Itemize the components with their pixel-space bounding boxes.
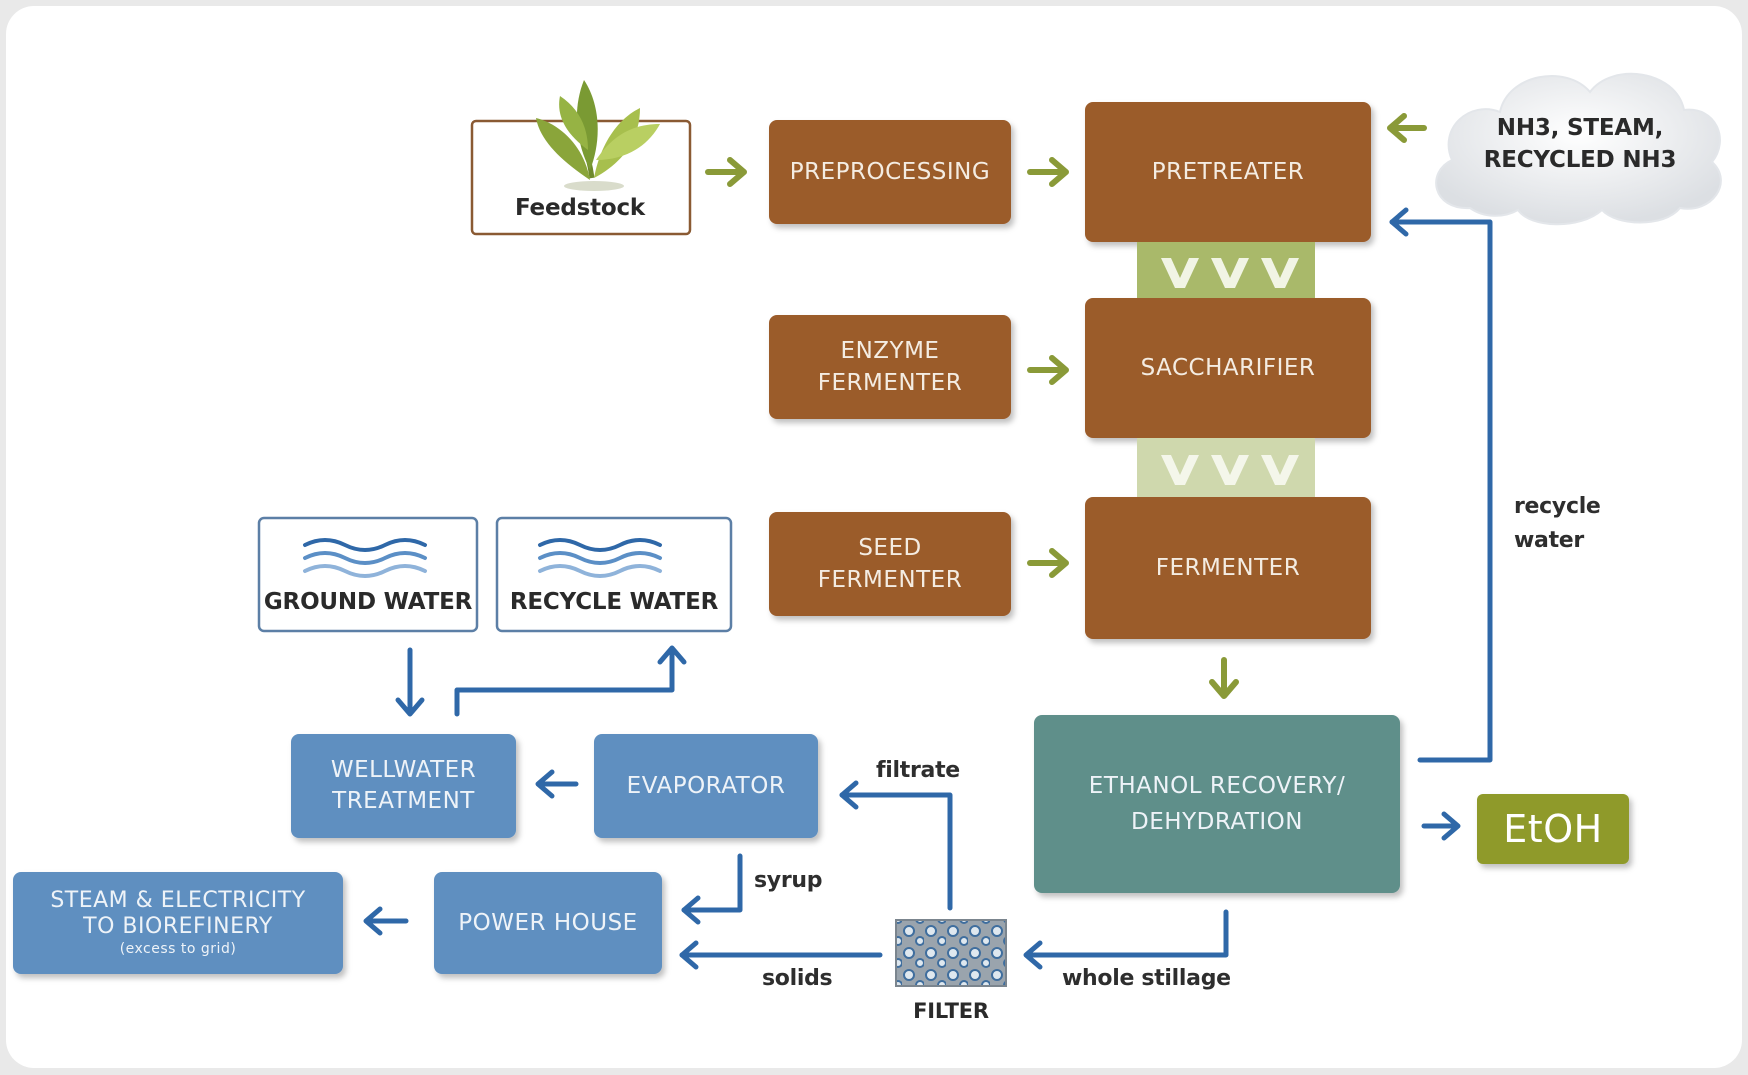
steam-electricity-note: (excess to grid) <box>119 941 237 957</box>
wellwater-treatment-label: WELLWATER TREATMENT <box>291 734 516 838</box>
seed-fermenter-line-1: SEED <box>858 535 922 561</box>
arrow-feedstock-to-preprocessing <box>705 157 747 187</box>
stack-connector-2 <box>1137 438 1315 497</box>
stack-connector-1 <box>1137 242 1315 298</box>
arrow-fermenter-to-recovery <box>1209 657 1239 699</box>
water-waves-icon <box>303 538 427 578</box>
blue-arrows <box>363 207 1493 970</box>
arrow-seed-to-fermenter <box>1027 548 1069 578</box>
ethanol-recovery-label: ETHANOL RECOVERY/ DEHYDRATION <box>1034 715 1400 893</box>
ethanol-recovery-line-1: ETHANOL RECOVERY/ <box>1088 773 1346 799</box>
enzyme-fermenter-label: ENZYME FERMENTER <box>769 315 1011 419</box>
steam-electricity-label: STEAM & ELECTRICITY TO BIOREFINERY (exce… <box>13 872 343 974</box>
arrow-evaporator-to-wellwater <box>535 769 579 799</box>
filtrate-edge-label: filtrate <box>876 758 960 783</box>
arrow-filter-filtrate-to-evaporator <box>839 780 953 911</box>
etoh-label: EtOH <box>1503 807 1603 851</box>
recycle-water-edge-label: recycle water <box>1514 490 1601 558</box>
enzyme-fermenter-line-2: FERMENTER <box>817 370 963 396</box>
ground-water-label: GROUND WATER <box>263 589 473 615</box>
arrow-whole-stillage-to-filter <box>1023 909 1229 970</box>
water-waves-icon <box>538 538 662 578</box>
recycle-water-edge-line-2: water <box>1514 528 1584 553</box>
etoh-box <box>1477 794 1629 864</box>
arrow-powerhouse-to-steam <box>363 906 409 936</box>
feedstock-node <box>470 80 692 236</box>
steam-electricity-box <box>13 872 343 974</box>
preprocessing-box <box>769 120 1011 224</box>
seed-fermenter-line-2: FERMENTER <box>817 567 963 593</box>
saccharifier-label: SACCHARIFIER <box>1140 355 1316 381</box>
evaporator-label: EVAPORATOR <box>626 772 786 799</box>
filter-icon <box>895 919 1007 987</box>
arrow-filter-solids-to-power-house <box>679 940 883 970</box>
arrow-recovery-to-etoh <box>1421 811 1461 841</box>
steam-electricity-line-2: TO BIOREFINERY <box>83 914 273 939</box>
recycle-water-node <box>495 516 733 633</box>
recycle-water-edge-line-1: recycle <box>1514 494 1601 519</box>
nh3-cloud <box>1435 72 1722 226</box>
filter-label: FILTER <box>913 999 989 1023</box>
seed-fermenter-label: SEED FERMENTER <box>769 512 1011 616</box>
power-house-label: POWER HOUSE <box>458 909 638 936</box>
power-house-box <box>434 872 662 974</box>
pretreater-label: PRETREATER <box>1151 159 1305 185</box>
arrow-nh3-to-pretreater <box>1387 113 1427 143</box>
solids-edge-label: solids <box>762 966 833 991</box>
syrup-edge-label: syrup <box>754 868 823 893</box>
seed-fermenter-box <box>769 512 1011 616</box>
enzyme-fermenter-box <box>769 315 1011 419</box>
green-arrows <box>705 113 1427 699</box>
arrow-recycle-water-to-pretreater <box>1389 207 1493 763</box>
recycle-water-label: RECYCLE WATER <box>509 589 719 615</box>
arrow-preprocessing-to-pretreater <box>1027 157 1069 187</box>
plant-icon <box>536 80 660 191</box>
ethanol-recovery-box <box>1034 715 1400 893</box>
nh3-cloud-line-2: RECYCLED NH3 <box>1483 147 1677 173</box>
whole-stillage-edge-label: whole stillage <box>1062 966 1231 991</box>
pretreater-box <box>1085 102 1371 242</box>
steam-electricity-line-1: STEAM & ELECTRICITY <box>50 888 306 913</box>
feedstock-label: Feedstock <box>514 195 646 221</box>
wellwater-treatment-box <box>291 734 516 838</box>
fermenter-label: FERMENTER <box>1155 555 1301 581</box>
fermenter-box <box>1085 497 1371 639</box>
nh3-cloud-line-1: NH3, STEAM, <box>1496 115 1664 141</box>
preprocessing-label: PREPROCESSING <box>789 159 991 185</box>
saccharifier-box <box>1085 298 1371 438</box>
arrow-enzyme-to-saccharifier <box>1027 355 1069 385</box>
enzyme-fermenter-line-1: ENZYME <box>840 338 940 364</box>
arrow-groundwater-to-wellwater <box>395 647 425 717</box>
arrow-evaporator-to-recycle-water <box>454 645 687 717</box>
wellwater-treatment-line-2: TREATMENT <box>332 788 475 814</box>
evaporator-box <box>594 734 818 838</box>
nh3-cloud-label: NH3, STEAM, RECYCLED NH3 <box>1460 108 1700 180</box>
arrow-evaporator-syrup-to-power-house <box>681 853 743 925</box>
wellwater-treatment-line-1: WELLWATER <box>330 757 477 783</box>
ethanol-recovery-line-2: DEHYDRATION <box>1131 809 1303 835</box>
ground-water-node <box>257 516 479 633</box>
